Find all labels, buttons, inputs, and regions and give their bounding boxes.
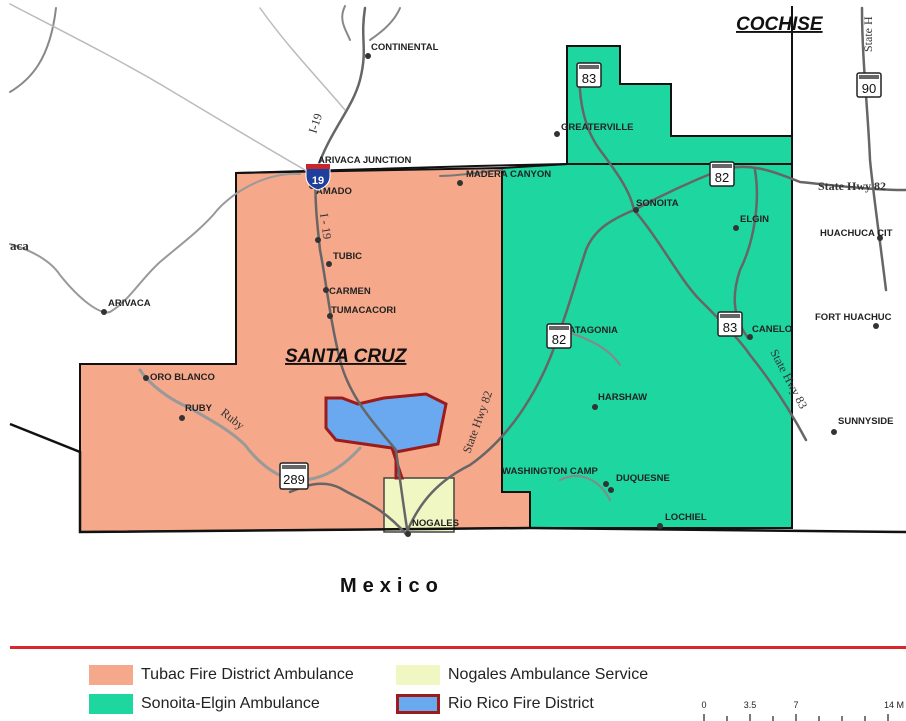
hwy83-south-shield-icon: 83 <box>717 311 743 337</box>
svg-text:82: 82 <box>715 170 729 185</box>
scale-tick-14: 14 M <box>884 700 904 710</box>
place-label-continental: CONTINENTAL <box>371 42 439 53</box>
legend-item-nogales: Nogales Ambulance Service <box>396 665 648 685</box>
place-label-tubic: TUBIC <box>333 251 362 262</box>
place-label-arivaca: ARIVACA <box>108 298 151 309</box>
place-label-sunnyside: SUNNYSIDE <box>838 416 893 427</box>
roads <box>9 3 906 537</box>
legend-swatch-nogales <box>396 665 440 685</box>
hwy82-east-shield-icon: 82 <box>709 161 735 187</box>
road-label-hwy82-east: State Hwy 82 <box>818 179 886 193</box>
scale-tick-0: 0 <box>701 700 706 710</box>
place-label-sonoita: SONOITA <box>636 198 679 209</box>
rio-rico-region <box>324 392 448 480</box>
place-label-lochiel: LOCHIEL <box>665 512 707 523</box>
road-label-top-right: State H <box>861 16 875 52</box>
scale-tick-7: 7 <box>793 700 798 710</box>
map: COCHISE SANTA CRUZ Mexico CONTINENTAL AR… <box>9 3 906 597</box>
place-label-tumacacori: TUMACACORI <box>331 305 396 316</box>
mexico-label: Mexico <box>340 575 444 597</box>
svg-text:90: 90 <box>862 81 876 96</box>
place-label-oro-blanco: ORO BLANCO <box>150 372 215 383</box>
place-label-ruby: RUBY <box>185 403 213 414</box>
hwy83-north-shield-icon: 83 <box>576 62 602 88</box>
scale-ticks <box>703 714 889 721</box>
i19-shield-icon: 19 <box>305 163 331 191</box>
road-label-i19-lower: I - 19 <box>317 212 334 240</box>
legend-swatch-tubac <box>89 665 133 685</box>
place-label-elgin: ELGIN <box>740 214 769 225</box>
road-label-i19-upper: I-19 <box>306 112 325 135</box>
place-label-fort-huachuca: FORT HUACHUC <box>815 312 892 323</box>
place-label-harshaw: HARSHAW <box>598 392 647 403</box>
place-label-madera-canyon: MADERA CANYON <box>466 169 551 180</box>
svg-text:82: 82 <box>552 332 566 347</box>
place-label-patagonia: PATAGONIA <box>563 325 618 336</box>
hwy90-shield-icon: 90 <box>856 72 882 98</box>
legend-swatch-sonoita <box>89 694 133 714</box>
scale-bar: 0 3.5 7 14 M <box>701 700 904 721</box>
legend-item-sonoita: Sonoita-Elgin Ambulance <box>89 694 320 714</box>
place-label-amado: AMADO <box>316 186 352 197</box>
place-label-carmen: CARMEN <box>329 286 371 297</box>
scale-tick-3-5: 3.5 <box>744 700 757 710</box>
cochise-label: COCHISE <box>736 14 824 35</box>
place-label-nogales: NOGALES <box>412 518 459 529</box>
place-label-canelo: CANELO <box>752 324 792 335</box>
legend-label-nogales: Nogales Ambulance Service <box>448 666 649 683</box>
legend-swatch-rio-rico <box>396 694 440 714</box>
mexico-border <box>9 422 906 534</box>
sonoita-region <box>501 45 793 529</box>
legend-divider <box>10 646 906 649</box>
santa-cruz-label: SANTA CRUZ <box>285 346 408 367</box>
county-border-north <box>235 163 792 174</box>
place-label-duquesne: DUQUESNE <box>616 473 670 484</box>
legend-label-sonoita: Sonoita-Elgin Ambulance <box>141 695 320 712</box>
hwy82-patagonia-shield-icon: 82 <box>546 323 572 349</box>
svg-text:83: 83 <box>582 71 596 86</box>
hwy289-shield-icon: 289 <box>279 462 309 490</box>
legend-label-tubac: Tubac Fire District Ambulance <box>141 666 354 683</box>
legend-item-rio-rico: Rio Rico Fire District <box>396 694 594 714</box>
place-label-greaterville: GREATERVILLE <box>561 122 634 133</box>
place-label-arivaca-partial: aca <box>10 238 29 253</box>
svg-text:289: 289 <box>283 472 305 487</box>
place-label-arivaca-junction: ARIVACA JUNCTION <box>318 155 412 166</box>
svg-text:83: 83 <box>723 320 737 335</box>
legend-label-rio-rico: Rio Rico Fire District <box>448 695 594 712</box>
place-label-washington-camp: WASHINGTON CAMP <box>502 466 599 477</box>
svg-text:19: 19 <box>312 175 324 187</box>
place-label-huachuca-city: HUACHUCA CIT <box>820 228 893 239</box>
legend-item-tubac: Tubac Fire District Ambulance <box>89 665 354 685</box>
